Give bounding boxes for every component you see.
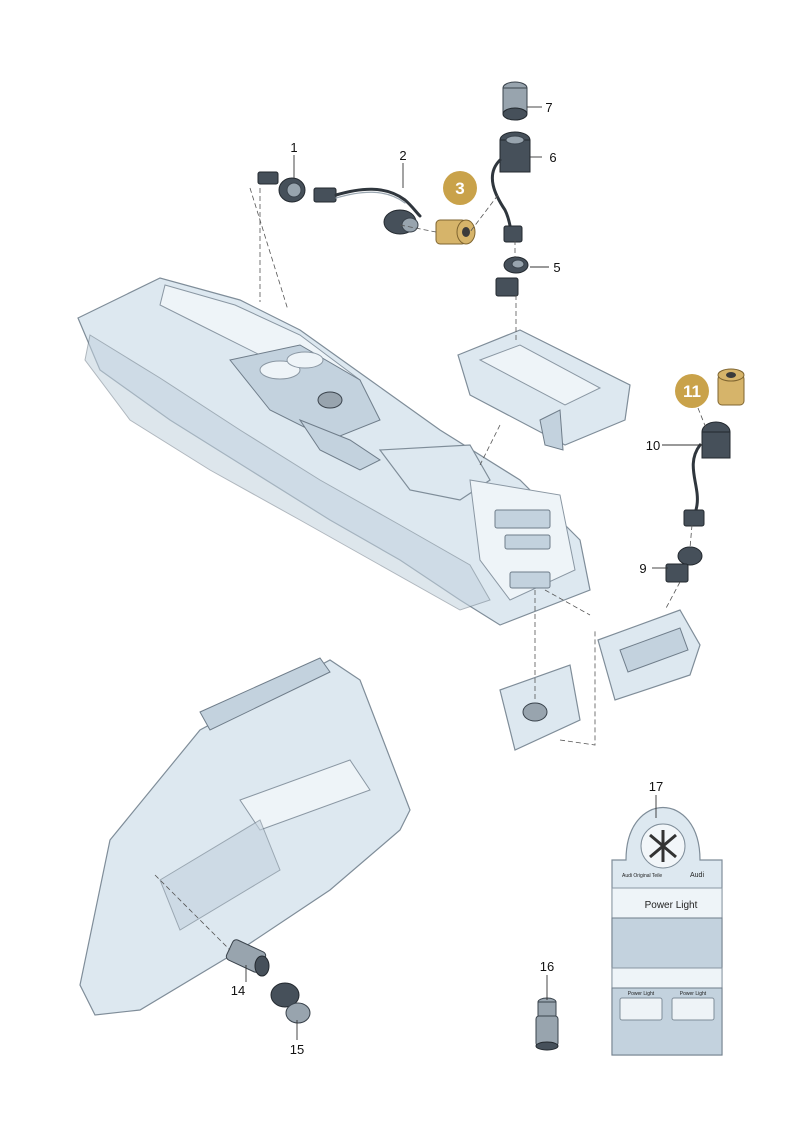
part-11-socket-insert	[717, 368, 745, 406]
construction-lines	[154, 187, 707, 951]
part-10-socket-with-harness	[683, 421, 731, 527]
callout-9: 9	[639, 561, 646, 576]
callout-17: 17	[649, 779, 663, 794]
storage-tray-upper	[457, 329, 631, 451]
callout-6: 6	[549, 150, 556, 165]
part-15-socket-housing	[270, 982, 311, 1024]
callout-5: 5	[553, 260, 560, 275]
callout-10: 10	[646, 438, 660, 453]
leader-lines	[245, 106, 702, 1040]
part-2-wiring-harness	[313, 187, 422, 235]
display-box-tray-label-left: Power Light	[628, 991, 655, 997]
callout-14: 14	[231, 983, 245, 998]
socket-bezel-rear	[499, 664, 581, 751]
luggage-compartment-side-trim	[79, 657, 411, 1016]
callout-16: 16	[540, 959, 554, 974]
part-16-power-light	[535, 997, 559, 1051]
part-5-socket-housing	[495, 256, 529, 297]
display-box-tray-label-right: Power Light	[680, 991, 707, 997]
part-6-socket-with-harness	[490, 131, 531, 243]
center-console	[77, 277, 591, 626]
part-7-cap	[502, 81, 528, 121]
callout-15: 15	[290, 1042, 304, 1057]
callout-11-badge	[675, 374, 709, 408]
callout-3-badge	[443, 171, 477, 205]
part-3-socket-insert	[435, 219, 476, 245]
callout-2: 2	[399, 148, 406, 163]
callout-1: 1	[290, 140, 297, 155]
part-14-socket-insert	[225, 939, 270, 977]
display-box-brand-small: Audi Original Teile	[622, 873, 662, 879]
display-box-brand: Audi	[690, 872, 704, 879]
callout-11: 11	[683, 382, 701, 401]
display-box-title: Power Light	[645, 900, 698, 911]
callout-7: 7	[545, 100, 552, 115]
part-17-display-box	[611, 807, 723, 1056]
storage-tray-rear	[597, 609, 701, 701]
part-9-socket-housing	[665, 546, 703, 583]
part-1-socket-housing	[257, 171, 306, 203]
callout-3: 3	[455, 179, 464, 198]
